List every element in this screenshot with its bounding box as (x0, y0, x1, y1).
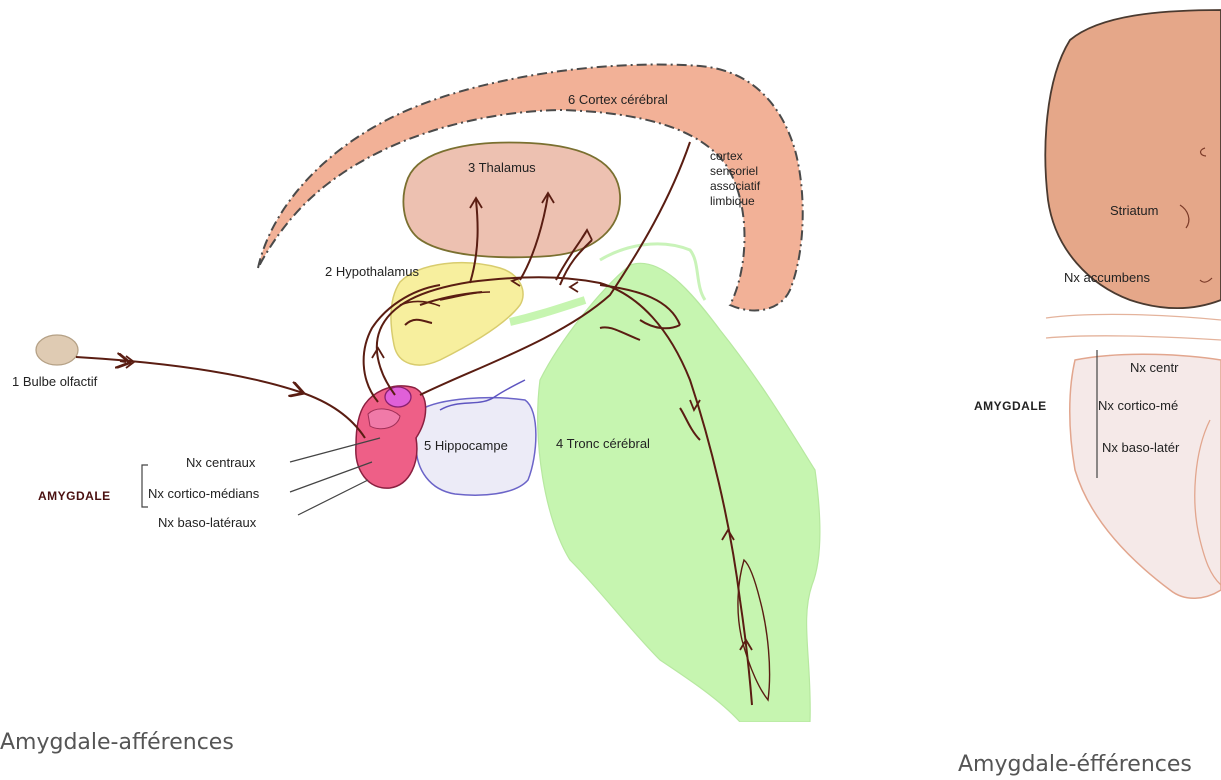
label-hippocampus: 5 Hippocampe (424, 438, 508, 453)
label-nx-centraux: Nx centraux (186, 455, 256, 470)
label-amygdale: AMYGDALE (38, 489, 111, 503)
caption-afferents: Amygdale-afférences (0, 730, 234, 755)
brainstem-shape (538, 263, 820, 722)
efferents-diagram: Striatum Nx accumbens Nx centr Nx cortic… (960, 0, 1221, 722)
label-brainstem: 4 Tronc cérébral (556, 436, 650, 451)
label-olfactory-bulb: 1 Bulbe olfactif (12, 374, 98, 389)
label-accumbens: Nx accumbens (1064, 270, 1150, 285)
label-cortex-sub4: limbique (710, 194, 755, 208)
caption-efferents: Amygdale-éfférences (958, 752, 1192, 777)
efferent-amygdala-region (1070, 354, 1221, 598)
afferents-diagram: 6 Cortex cérébral cortex sensoriel assoc… (0, 0, 830, 722)
label-hypothalamus: 2 Hypothalamus (325, 264, 419, 279)
label-efferent-nx-centr: Nx centr (1130, 360, 1179, 375)
label-nx-baso-lateraux: Nx baso-latéraux (158, 515, 257, 530)
olfactory-bulb-shape (36, 335, 78, 365)
label-striatum: Striatum (1110, 203, 1158, 218)
label-cortex-sub2: sensoriel (710, 164, 758, 178)
label-nx-cortico-medians: Nx cortico-médians (148, 486, 260, 501)
label-thalamus: 3 Thalamus (468, 160, 536, 175)
label-cortex: 6 Cortex cérébral (568, 92, 668, 107)
striatum-shape (1045, 10, 1221, 308)
nuclei-leader-lines (142, 438, 380, 515)
label-efferent-nx-cortico: Nx cortico-mé (1098, 398, 1178, 413)
label-efferent-nx-baso: Nx baso-latér (1102, 440, 1180, 455)
label-cortex-sub3: associatif (710, 179, 761, 193)
label-cortex-sub1: cortex (710, 149, 743, 163)
amygdala-central-nucleus (385, 387, 411, 407)
label-efferent-amygdale: AMYGDALE (974, 399, 1047, 413)
